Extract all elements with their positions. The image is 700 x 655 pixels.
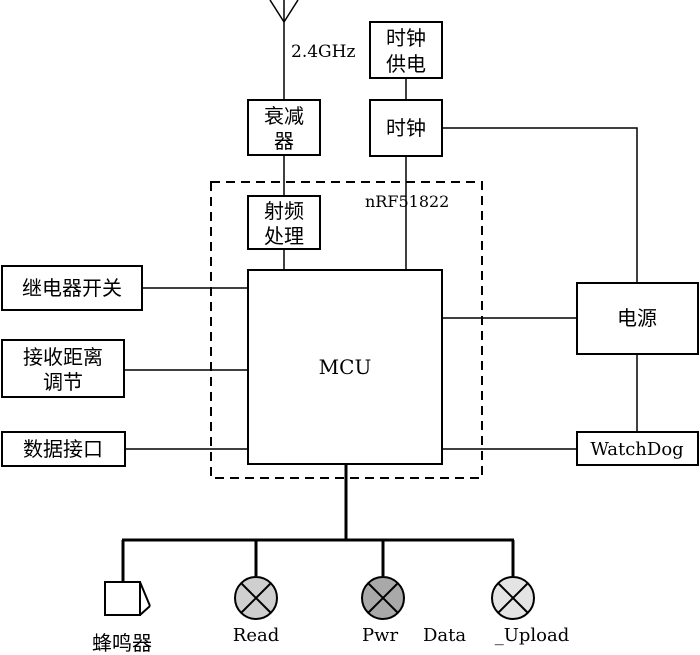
svg-text:接收距离: 接收距离: [23, 345, 103, 369]
read-lamp-icon: [234, 576, 278, 620]
wires: [124, 78, 638, 450]
svg-text:电源: 电源: [617, 306, 657, 330]
svg-text:调节: 调节: [43, 370, 83, 394]
range-adjust-block: 接收距离 调节: [1, 339, 125, 398]
data-label: Data: [423, 625, 466, 646]
nrf51822-boundary: [210, 181, 483, 479]
relay-switch-block: 继电器开关: [1, 265, 143, 311]
rf-processing-block: 射频 处理: [247, 195, 321, 250]
svg-text:时钟: 时钟: [386, 26, 426, 50]
data-port-block: 数据接口: [1, 431, 126, 467]
buzzer-icon: [104, 581, 151, 616]
svg-text:处理: 处理: [264, 224, 304, 248]
frequency-label: 2.4GHz: [291, 42, 355, 62]
antenna-icon: [269, 0, 299, 100]
output-bus: [121, 464, 515, 582]
svg-text:数据接口: 数据接口: [23, 437, 103, 461]
buzzer-label: 蜂鸣器: [92, 631, 152, 655]
mcu-block: MCU: [247, 269, 443, 465]
svg-text:MCU: MCU: [319, 355, 372, 379]
read-label: Read: [233, 625, 279, 646]
upload-label: _Upload: [495, 625, 570, 646]
pwr-label: Pwr: [362, 625, 399, 646]
power-block: 电源: [576, 282, 699, 355]
svg-text:射频: 射频: [264, 199, 304, 223]
pwr-data-lamp-icon: [361, 576, 405, 620]
svg-text:供电: 供电: [386, 52, 426, 76]
upload-lamp-icon: [491, 576, 535, 620]
svg-text:继电器开关: 继电器开关: [22, 276, 122, 300]
chip-label: nRF51822: [365, 192, 449, 211]
svg-text:时钟: 时钟: [386, 116, 426, 140]
attenuator-block: 衰减 器: [247, 99, 321, 156]
watchdog-block: WatchDog: [576, 431, 699, 466]
svg-text:WatchDog: WatchDog: [590, 439, 683, 460]
svg-text:器: 器: [274, 129, 294, 153]
svg-text:衰减: 衰减: [264, 104, 304, 128]
clock-block: 时钟: [369, 99, 443, 157]
clock-supply-block: 时钟 供电: [369, 21, 443, 79]
